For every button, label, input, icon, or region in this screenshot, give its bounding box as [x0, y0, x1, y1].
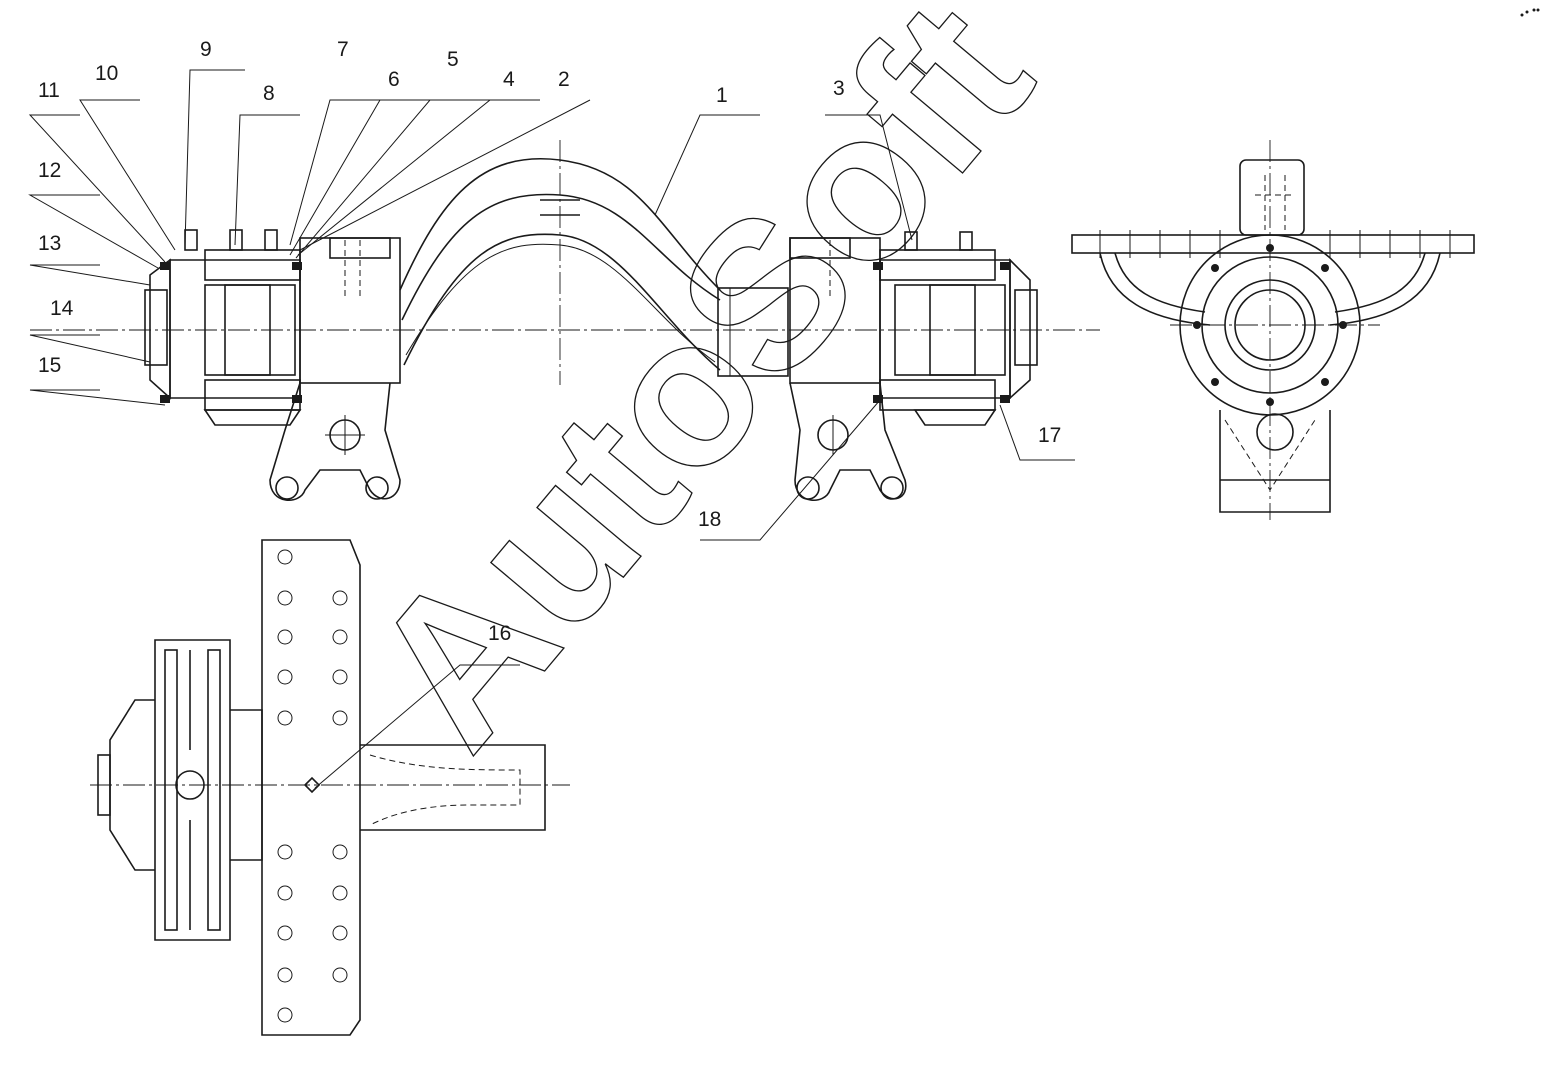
callout-1: 1 [716, 84, 728, 107]
callout-4: 4 [503, 68, 515, 91]
callout-15: 15 [38, 354, 61, 377]
top-view [90, 539, 570, 1036]
callout-17: 17 [1038, 424, 1061, 447]
callout-5: 5 [447, 48, 459, 71]
callout-18: 18 [698, 508, 721, 531]
callout-11: 11 [38, 79, 60, 102]
callout-9: 9 [200, 38, 212, 61]
callout-6: 6 [388, 68, 400, 91]
callout-12: 12 [38, 159, 61, 182]
axle-beam [399, 158, 721, 291]
right-hub-section [873, 231, 1038, 426]
watermark: AutoSoft [324, 0, 1074, 789]
corner-marks [1520, 8, 1540, 17]
callout-13: 13 [38, 232, 61, 255]
side-view [1071, 140, 1475, 520]
callout-2: 2 [558, 68, 570, 91]
side-view-bolts [1193, 244, 1347, 406]
callout-3: 3 [833, 77, 845, 100]
leader-lines [28, 69, 1075, 789]
callout-8: 8 [263, 82, 275, 105]
callout-14: 14 [50, 297, 74, 320]
callout-labels: 9 7 5 10 6 4 2 11 8 1 3 12 13 14 15 17 1… [38, 38, 1061, 645]
callout-10: 10 [95, 62, 118, 85]
top-view-bolt-pattern [277, 549, 348, 1023]
callout-16: 16 [488, 622, 511, 645]
left-hub-section [144, 229, 302, 426]
front-view [30, 140, 1100, 502]
callout-7: 7 [337, 38, 349, 61]
